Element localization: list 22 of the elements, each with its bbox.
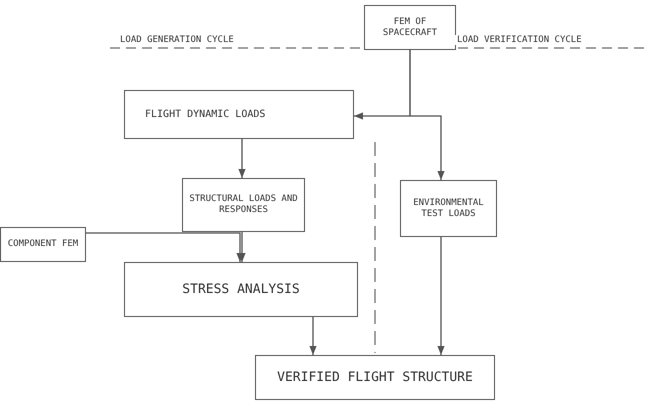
box-label: ENVIRONMENTAL TEST LOADS (412, 198, 485, 220)
box-label: STRESS ANALYSIS (182, 282, 300, 298)
section-label: LOAD GENERATION CYCLE (118, 35, 236, 45)
arrow (238, 139, 246, 178)
arrow (309, 317, 317, 355)
box-label: FLIGHT DYNAMIC LOADS (145, 108, 266, 120)
process-box (364, 5, 456, 50)
box-label: FEM OF SPACECRAFT (382, 16, 438, 38)
arrow (86, 232, 244, 262)
process-box (124, 262, 358, 317)
process-box (0, 227, 86, 262)
section-label: LOAD VERIFICATION CYCLE (455, 35, 584, 45)
process-box (182, 178, 305, 232)
process-box (255, 355, 495, 400)
process-box (124, 90, 354, 139)
box-label: COMPONENT FEM (8, 239, 78, 250)
box-label: STRUCTURAL LOADS AND RESPONSES (188, 194, 299, 216)
arrow (238, 232, 246, 262)
box-label: VERIFIED FLIGHT STRUCTURE (277, 370, 473, 386)
process-box (400, 180, 497, 237)
arrow (437, 237, 445, 355)
arrow (409, 50, 445, 180)
